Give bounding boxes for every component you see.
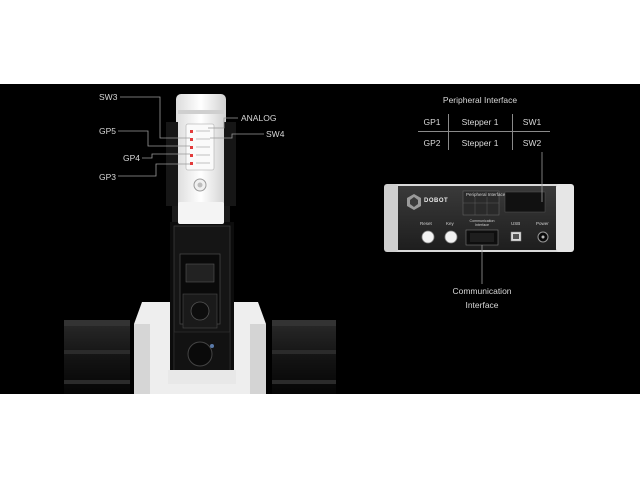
table-divider [512, 114, 513, 150]
leader-sw3 [120, 96, 190, 139]
panel-label-usb: USB [511, 221, 521, 226]
table-cell: SW1 [522, 117, 542, 127]
panel-label-power: Power [536, 221, 549, 226]
robot-arm [168, 222, 236, 384]
port-leds [190, 130, 210, 165]
panel-leader-lines [481, 152, 543, 284]
peripheral-title: Peripheral Interface [442, 95, 518, 105]
table-cell: SW2 [522, 138, 542, 148]
panel-table-title: Peripheral Interface [466, 192, 506, 197]
robot-leader-lines [118, 96, 264, 177]
label-sw3: SW3 [99, 92, 118, 102]
label-analog: ANALOG [241, 113, 277, 123]
label-gp5: GP5 [99, 126, 117, 136]
table-cell: GP2 [423, 138, 441, 148]
right-motor [272, 320, 336, 394]
robot-head [166, 94, 236, 224]
table-cell: GP1 [423, 117, 441, 127]
diagram-graphics [64, 94, 574, 394]
label-sw4: SW4 [266, 129, 285, 139]
diagram-canvas: SW3 GP5 GP4 GP3 ANALOG SW4 Peripheral In… [0, 84, 640, 394]
back-panel [384, 184, 574, 252]
table-divider [418, 131, 550, 132]
panel-label-reset: Reset [420, 221, 432, 226]
label-gp4: GP4 [123, 153, 141, 163]
leader-gp4 [142, 153, 190, 159]
table-cell: Stepper 1 [461, 138, 499, 148]
leader-gp5 [118, 130, 190, 147]
leader-gp3 [118, 163, 190, 177]
table-cell: Stepper 1 [461, 117, 499, 127]
leader-sw4 [210, 133, 264, 139]
leader-analog [208, 117, 238, 129]
panel-label-key: Key [446, 221, 454, 226]
left-motor [64, 320, 130, 394]
communication-label-line1: Communication [452, 286, 512, 296]
label-gp3: GP3 [99, 172, 117, 182]
communication-label-line2: Interface [465, 300, 499, 310]
panel-brand: DOBOT [424, 198, 449, 204]
table-divider [448, 114, 449, 150]
dobot-logo-icon [407, 194, 421, 210]
peripheral-table: GP1 Stepper 1 SW1 GP2 Stepper 1 SW2 [418, 114, 550, 150]
panel-label-comm: Communication Interface [469, 219, 495, 227]
